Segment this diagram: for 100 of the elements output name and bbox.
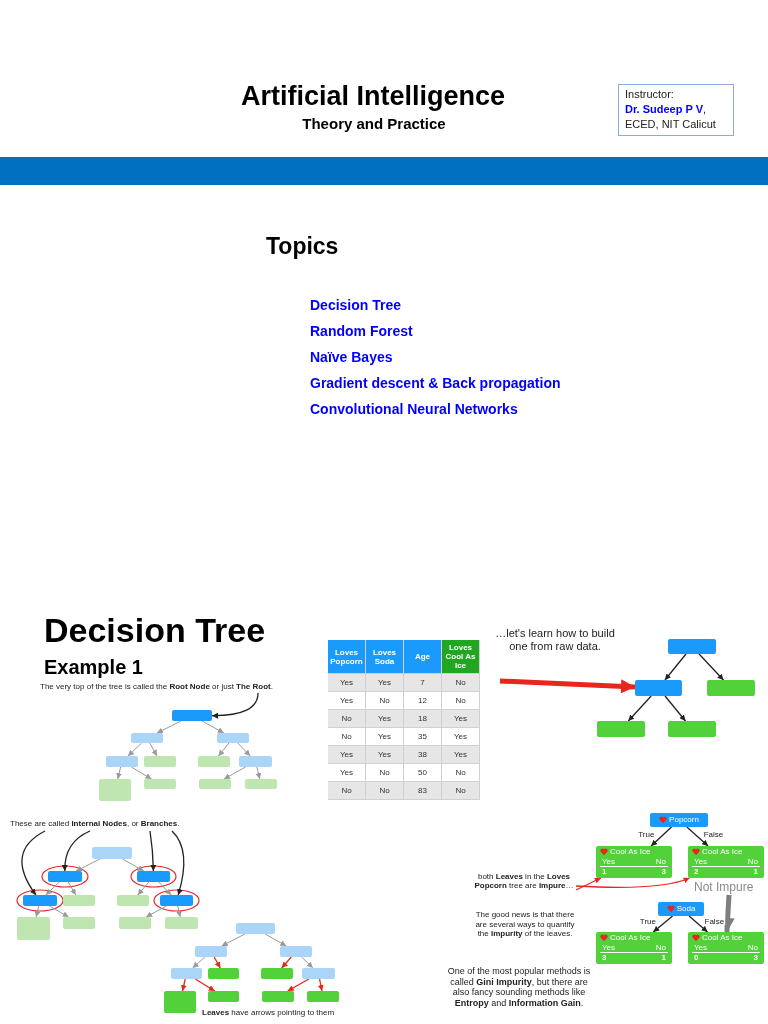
tree-node [119,917,151,929]
tree-node [195,946,227,957]
class-label: Yes [694,856,708,866]
curved-arrow [211,692,259,719]
node-label: Cool As Ice [702,847,743,857]
arrow [221,933,246,947]
class-label: No [655,942,666,952]
curved-arrow [21,830,46,896]
table-cell: Yes [442,710,480,728]
slide-subheading: Example 1 [44,655,144,680]
tree-node [302,968,335,979]
table-cell: No [328,782,366,800]
leaf-node [596,932,672,964]
tree-node [239,756,272,767]
node-label: Soda [676,904,696,914]
card-text: Instructor: [625,87,675,102]
tree-node [144,756,176,767]
curved-arrow [575,877,691,889]
tree-node [17,917,50,940]
tree-node [635,680,682,696]
table-cell: No [442,764,480,782]
section-heading: Topics [266,232,340,261]
table-cell: Yes [366,674,404,692]
leaf-node [688,932,764,964]
table-header-cell: Loves Popcorn [328,640,366,674]
arrow [223,766,247,780]
arrow [664,695,687,722]
table-cell: No [366,764,404,782]
tree-node [23,895,57,906]
tree-node [165,917,198,929]
node-label: Cool As Ice [610,933,651,943]
count-value: 1 [661,953,666,963]
table-cell: No [328,728,366,746]
tree-node [137,871,170,882]
arrow [156,720,182,734]
tree-node [99,779,131,801]
arrow [627,695,652,722]
node-label: Popcorn [669,815,699,825]
table-cell: 83 [404,782,442,800]
class-label: No [655,856,666,866]
count-value: 2 [694,867,699,877]
arrow [652,915,674,933]
table-cell: Yes [328,746,366,764]
arrow [237,742,251,757]
curved-arrow [171,830,185,896]
tree-node [164,991,196,1013]
tree-node [208,968,239,979]
arrow [664,653,687,681]
table-cell: 12 [404,692,442,710]
tree-node [48,871,82,882]
slide-heading: Decision Tree [44,610,267,651]
class-label: No [747,942,758,952]
tree-node [198,756,230,767]
count-value: 0 [694,953,699,963]
arrow [499,678,636,694]
tree-node [307,991,339,1002]
table-cell: 38 [404,746,442,764]
topic-item: Random Forest [310,322,414,341]
tree-node [172,710,212,721]
table-header-cell: Loves Soda [366,640,404,674]
arrow [650,826,673,847]
table-cell: No [442,782,480,800]
tree-node [245,779,277,789]
table-cell: No [328,710,366,728]
topic-item: Convolutional Neural Networks [310,400,519,419]
arrow [192,956,206,969]
arrow [145,905,167,918]
tree-node [597,721,645,737]
arrow [122,858,145,872]
arrow [201,720,225,734]
leaf-node [596,846,672,878]
topic-item: Decision Tree [310,296,403,315]
arrow [287,978,310,992]
arrow [255,766,262,780]
tree-node [236,923,275,934]
arrow [264,933,287,947]
tree-node [208,991,239,1002]
count-value: 3 [602,953,607,963]
tree-node [63,917,95,929]
class-label: Yes [602,942,616,952]
card-text: ECED, NIT Calicut [625,117,717,132]
annotation-text: The very top of the tree is called the Root Node or just The Root. [40,681,274,693]
tree-node [160,895,193,906]
arrow [149,742,158,757]
arrow [116,766,123,780]
table-cell: No [366,782,404,800]
decision-node [650,813,708,827]
tree-node [668,721,716,737]
arrow [49,905,70,918]
arrow [137,881,150,896]
table-cell: No [442,674,480,692]
arrow [686,826,709,847]
instructor-card [618,84,734,136]
curved-arrow [149,830,157,872]
arrow [75,858,101,872]
tree-node [144,779,176,789]
table-cell: No [442,692,480,710]
tree-node [217,733,249,743]
leaf-node [688,846,764,878]
table-cell: Yes [442,728,480,746]
